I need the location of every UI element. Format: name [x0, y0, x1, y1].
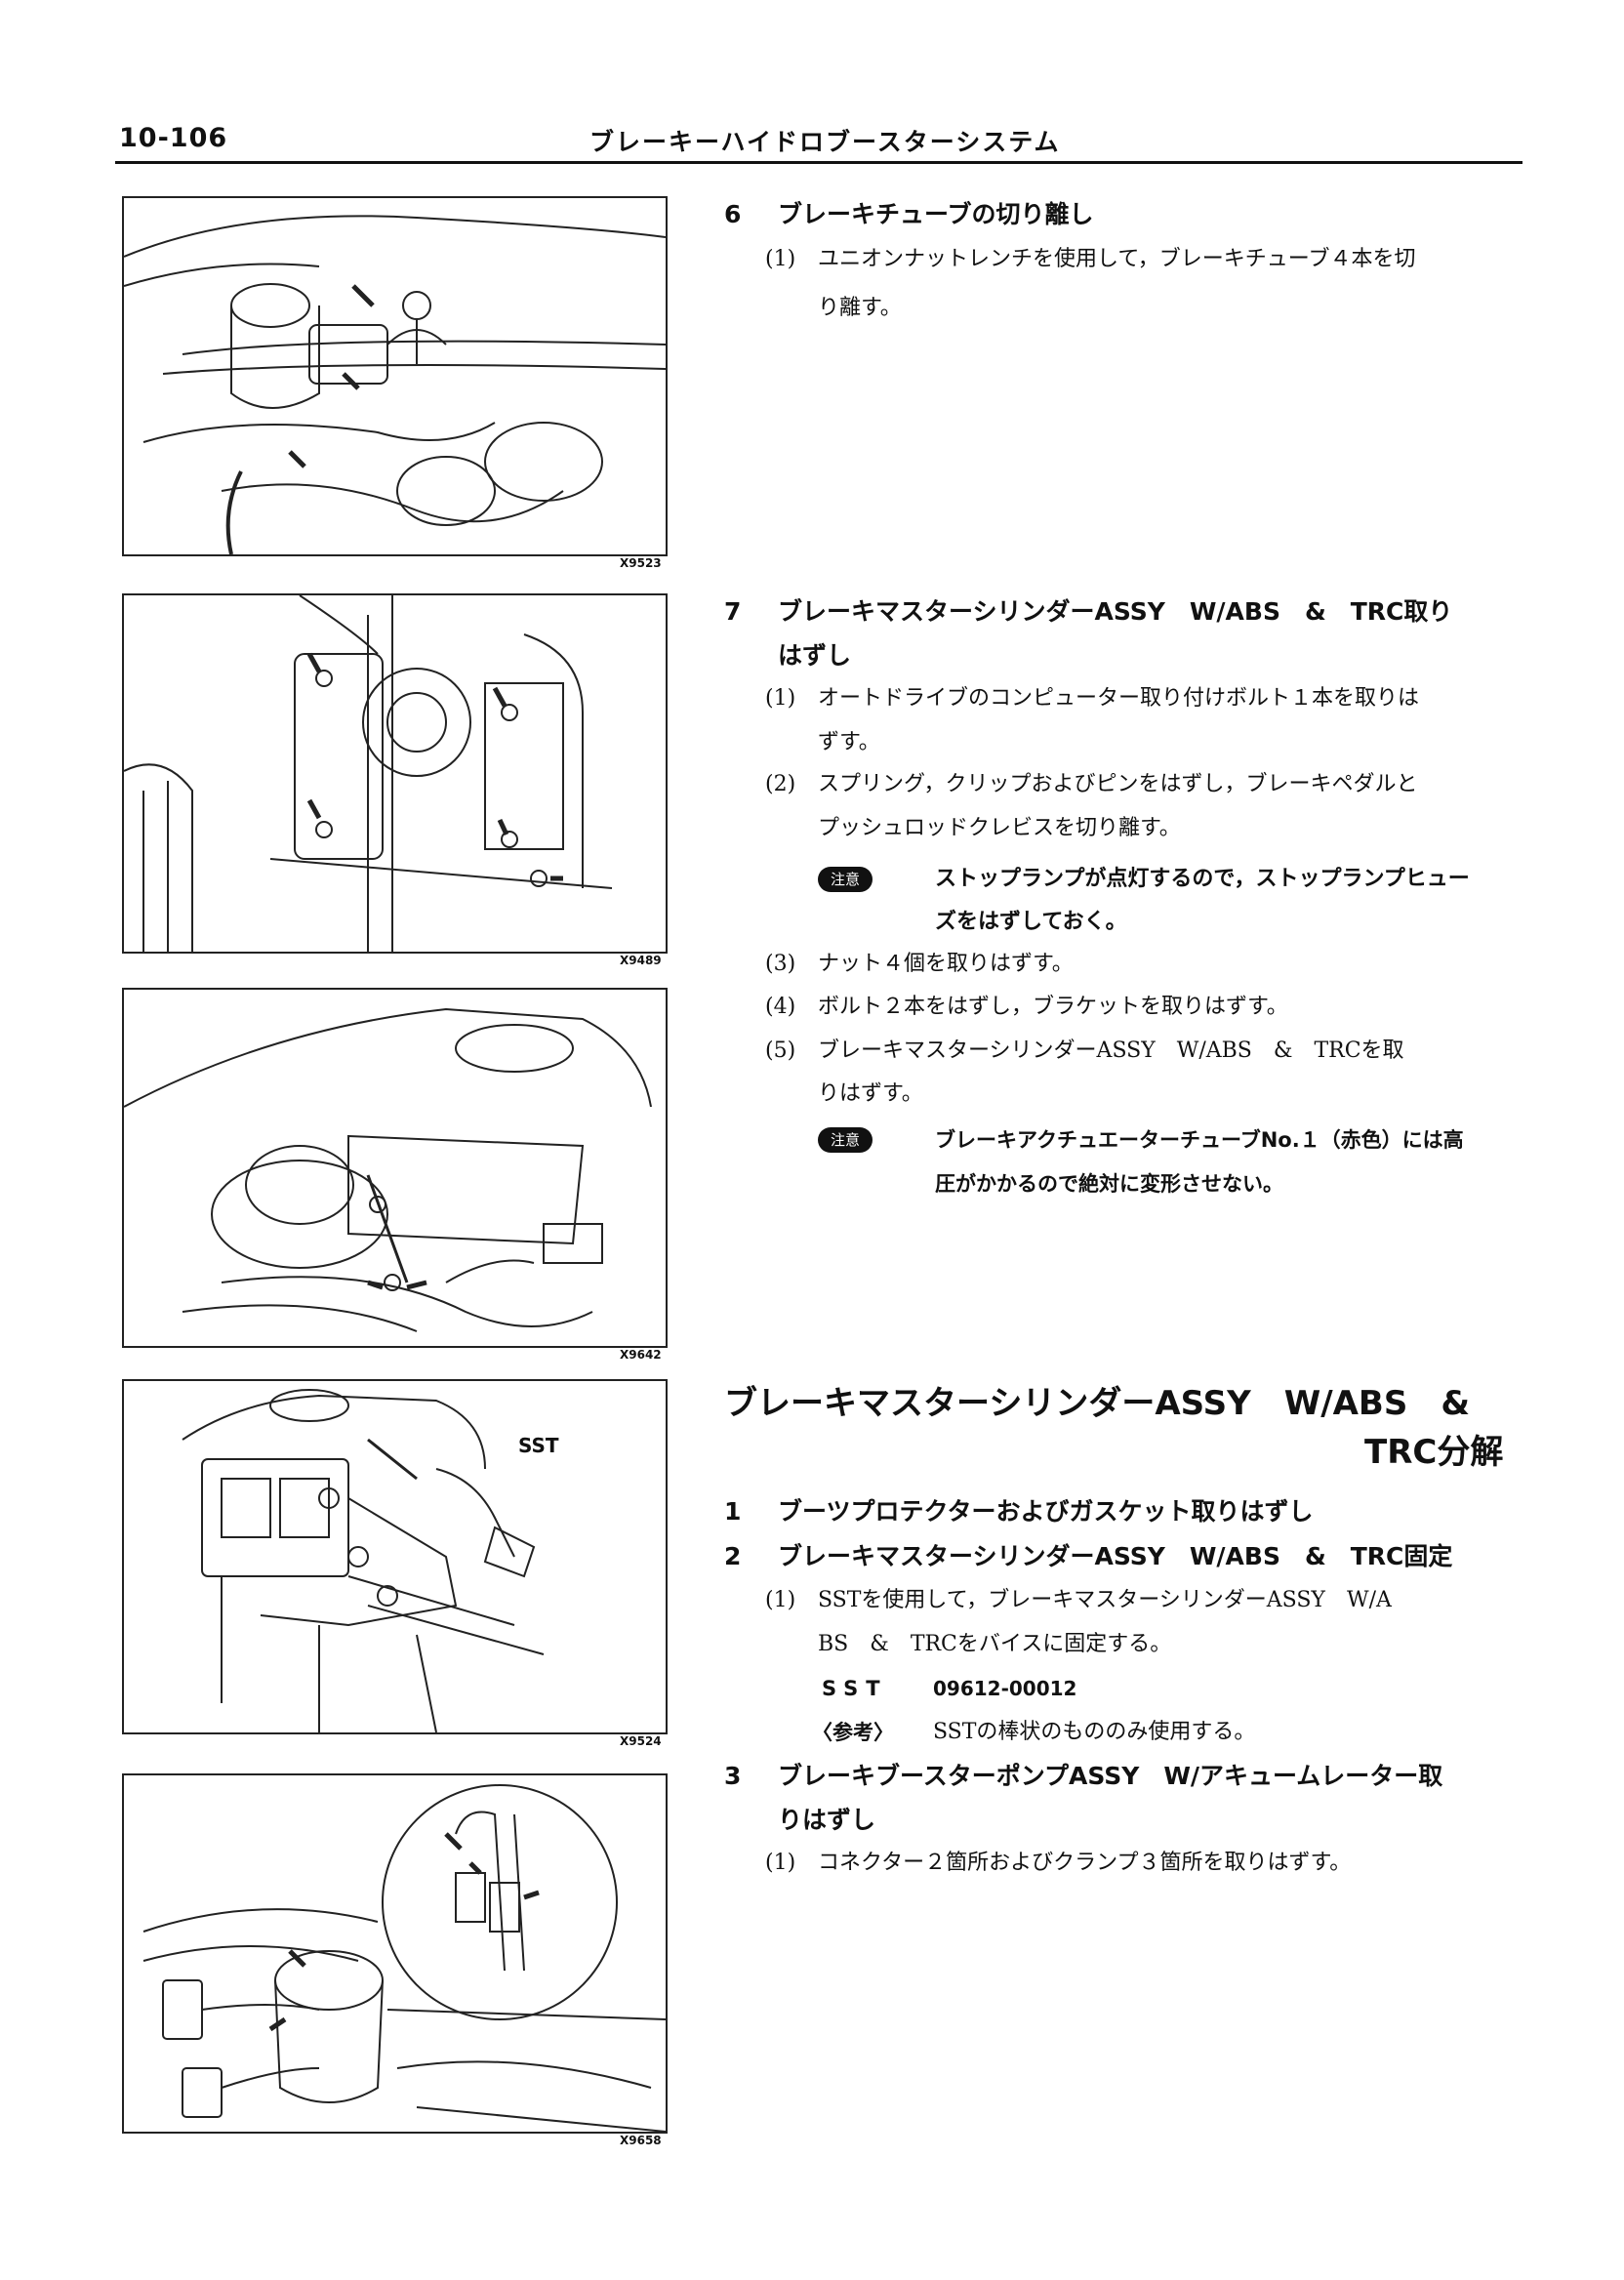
substep-number: (1) — [765, 686, 796, 711]
figure-code: X9489 — [620, 954, 662, 967]
caution-badge: 注意 — [818, 1127, 873, 1153]
substep-text: ナット４個を取りはずす。 — [818, 952, 1074, 976]
substep-text: BS & TRCをバイスに固定する。 — [818, 1632, 1172, 1656]
substep-number: (3) — [765, 952, 796, 976]
caution-text: ブレーキアクチュエーターチューブNo.１（赤色）には高 — [935, 1128, 1464, 1152]
section-heading: ブレーキマスターシリンダーASSY W/ABS & — [724, 1384, 1470, 1423]
substep-text: スプリング，クリップおよびピンをはずし，ブレーキペダルと — [818, 772, 1418, 796]
figure-code: X9658 — [620, 2134, 662, 2147]
substep-number: (1) — [765, 1851, 796, 1875]
substep-text: ブレーキマスターシリンダーASSY W/ABS & TRCを取 — [818, 1038, 1404, 1063]
figure-brake-tube-removal — [122, 196, 668, 556]
step-heading: ブレーキチューブの切り離し — [778, 200, 1094, 228]
figure-sst-vise: SST — [122, 1379, 668, 1734]
sst-value: 09612-00012 — [933, 1677, 1077, 1700]
figure-booster-pump-connectors — [122, 1773, 668, 2134]
step-number: 1 — [724, 1497, 742, 1526]
step-number: 6 — [724, 200, 742, 228]
step-number: 3 — [724, 1762, 742, 1790]
step-heading: ブレーキマスターシリンダーASSY W/ABS & TRC取り — [778, 597, 1453, 626]
step-heading: ブーツプロテクターおよびガスケット取りはずし — [778, 1497, 1314, 1526]
page-title: ブレーキーハイドロブースターシステム — [589, 128, 1061, 156]
substep-text: りはずす。 — [818, 1081, 923, 1106]
substep-number: (5) — [765, 1038, 796, 1063]
caution-badge: 注意 — [818, 867, 873, 892]
reference-text: SSTの棒状のもののみ使用する。 — [933, 1720, 1256, 1744]
substep-number: (2) — [765, 772, 796, 796]
sst-callout-label: SST — [518, 1434, 559, 1457]
step-heading: ブレーキブースターポンプASSY W/アキュームレーター取 — [778, 1762, 1443, 1790]
substep-number: (4) — [765, 995, 796, 1019]
figure-master-cylinder-nuts — [122, 593, 668, 954]
section-heading: TRC分解 — [1364, 1433, 1504, 1472]
substep-text: り離す。 — [818, 296, 902, 320]
figure-code: X9524 — [620, 1734, 662, 1748]
header-rule — [115, 161, 1522, 164]
caution-text: 圧がかかるので絶対に変形させない。 — [935, 1172, 1283, 1196]
substep-text: ボルト２本をはずし，ブラケットを取りはずす。 — [818, 995, 1288, 1019]
reference-label: 〈参考〉 — [812, 1721, 894, 1744]
step-number: 7 — [724, 597, 742, 626]
caution-text: ズをはずしておく。 — [935, 910, 1127, 934]
figure-code: X9642 — [620, 1348, 662, 1362]
caution-text: ストップランプが点灯するので，ストップランプヒュー — [935, 867, 1470, 891]
substep-text: SSTを使用して，ブレーキマスターシリンダーASSY W/A — [818, 1588, 1392, 1612]
substep-number: (1) — [765, 1588, 796, 1612]
substep-text: オートドライブのコンピューター取り付けボルト１本を取りは — [818, 686, 1420, 711]
step-heading: ブレーキマスターシリンダーASSY W/ABS & TRC固定 — [778, 1542, 1453, 1570]
page-number: 10-106 — [119, 123, 228, 153]
substep-number: (1) — [765, 247, 796, 271]
substep-text: ユニオンナットレンチを使用して，ブレーキチューブ４本を切 — [818, 247, 1416, 271]
substep-text: コネクター２箇所およびクランプ３箇所を取りはずす。 — [818, 1851, 1352, 1875]
substep-text: ずす。 — [818, 730, 880, 754]
figure-code: X9523 — [620, 556, 662, 570]
step-heading: りはずし — [778, 1806, 876, 1834]
step-heading: はずし — [778, 641, 852, 670]
figure-bracket-bolts — [122, 988, 668, 1348]
step-number: 2 — [724, 1542, 742, 1570]
substep-text: プッシュロッドクレビスを切り離す。 — [818, 816, 1181, 840]
sst-label: SST — [822, 1677, 888, 1700]
